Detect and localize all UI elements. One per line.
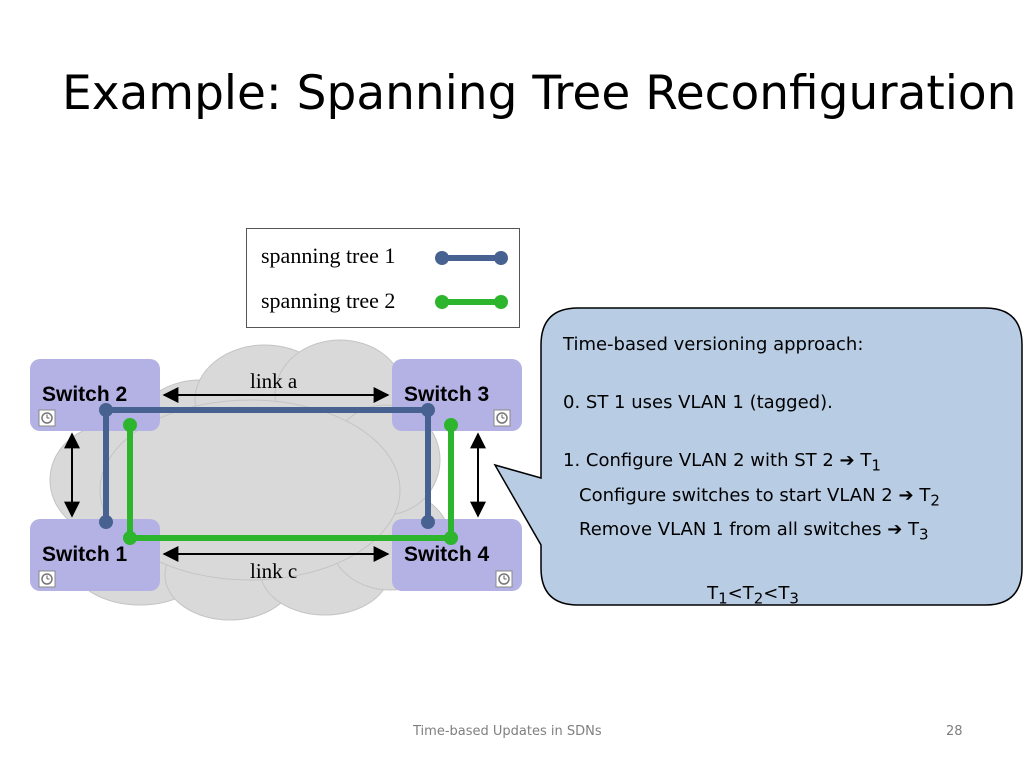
spanning-tree-2-path bbox=[127, 425, 454, 541]
clock-icon bbox=[493, 409, 511, 427]
callout-text: Time-based versioning approach: 0. ST 1 … bbox=[563, 330, 1003, 613]
callout-heading: Time-based versioning approach: bbox=[563, 334, 864, 355]
link-a-label: link a bbox=[250, 369, 298, 393]
callout-step-0: 0. ST 1 uses VLAN 1 (tagged). bbox=[563, 392, 833, 413]
switch-2[interactable]: Switch 2 bbox=[30, 359, 160, 431]
footer-title: Time-based Updates in SDNs bbox=[413, 724, 602, 739]
callout-step-2: Configure switches to start VLAN 2 ➔ T2 bbox=[579, 484, 940, 510]
spanning-tree-1-path bbox=[103, 407, 431, 522]
callout-step-1: 1. Configure VLAN 2 with ST 2 ➔ T1 bbox=[563, 450, 881, 475]
switch-1-label: Switch 1 bbox=[42, 543, 128, 566]
arrow-right-icon: ➔ bbox=[839, 450, 855, 471]
page-number: 28 bbox=[946, 724, 963, 739]
page-title: Example: Spanning Tree Reconfiguration bbox=[62, 66, 1017, 121]
clock-icon bbox=[495, 570, 513, 588]
legend-dot-st1-left bbox=[435, 251, 449, 265]
switch-4-label: Switch 4 bbox=[404, 543, 490, 566]
switch-2-label: Switch 2 bbox=[42, 383, 127, 406]
callout-bubble bbox=[493, 307, 1023, 606]
legend-dot-st1-right bbox=[494, 251, 508, 265]
legend-label-st1: spanning tree 1 bbox=[261, 243, 396, 268]
arrow-right-icon: ➔ bbox=[898, 484, 914, 506]
switch-4[interactable]: Switch 4 bbox=[392, 519, 522, 591]
arrow-right-icon: ➔ bbox=[887, 519, 903, 541]
spanning-tree-2-nodes bbox=[123, 418, 458, 545]
switch-3-label: Switch 3 bbox=[404, 383, 489, 406]
legend-dot-st2-right bbox=[494, 295, 508, 309]
clock-icon bbox=[38, 570, 56, 588]
legend-swatches bbox=[435, 251, 508, 309]
spanning-tree-1-nodes bbox=[99, 403, 435, 529]
legend: spanning tree 1 spanning tree 2 bbox=[246, 228, 520, 328]
switch-1[interactable]: Switch 1 bbox=[30, 519, 160, 591]
legend-label-st2: spanning tree 2 bbox=[261, 288, 396, 313]
link-c-label: link c bbox=[250, 559, 297, 583]
switch-3[interactable]: Switch 3 bbox=[392, 359, 522, 431]
callout-step-3: Remove VLAN 1 from all switches ➔ T3 bbox=[579, 519, 929, 544]
clock-icon bbox=[38, 409, 56, 427]
callout-order: T1<T2<T3 bbox=[707, 582, 799, 608]
legend-dot-st2-left bbox=[435, 295, 449, 309]
